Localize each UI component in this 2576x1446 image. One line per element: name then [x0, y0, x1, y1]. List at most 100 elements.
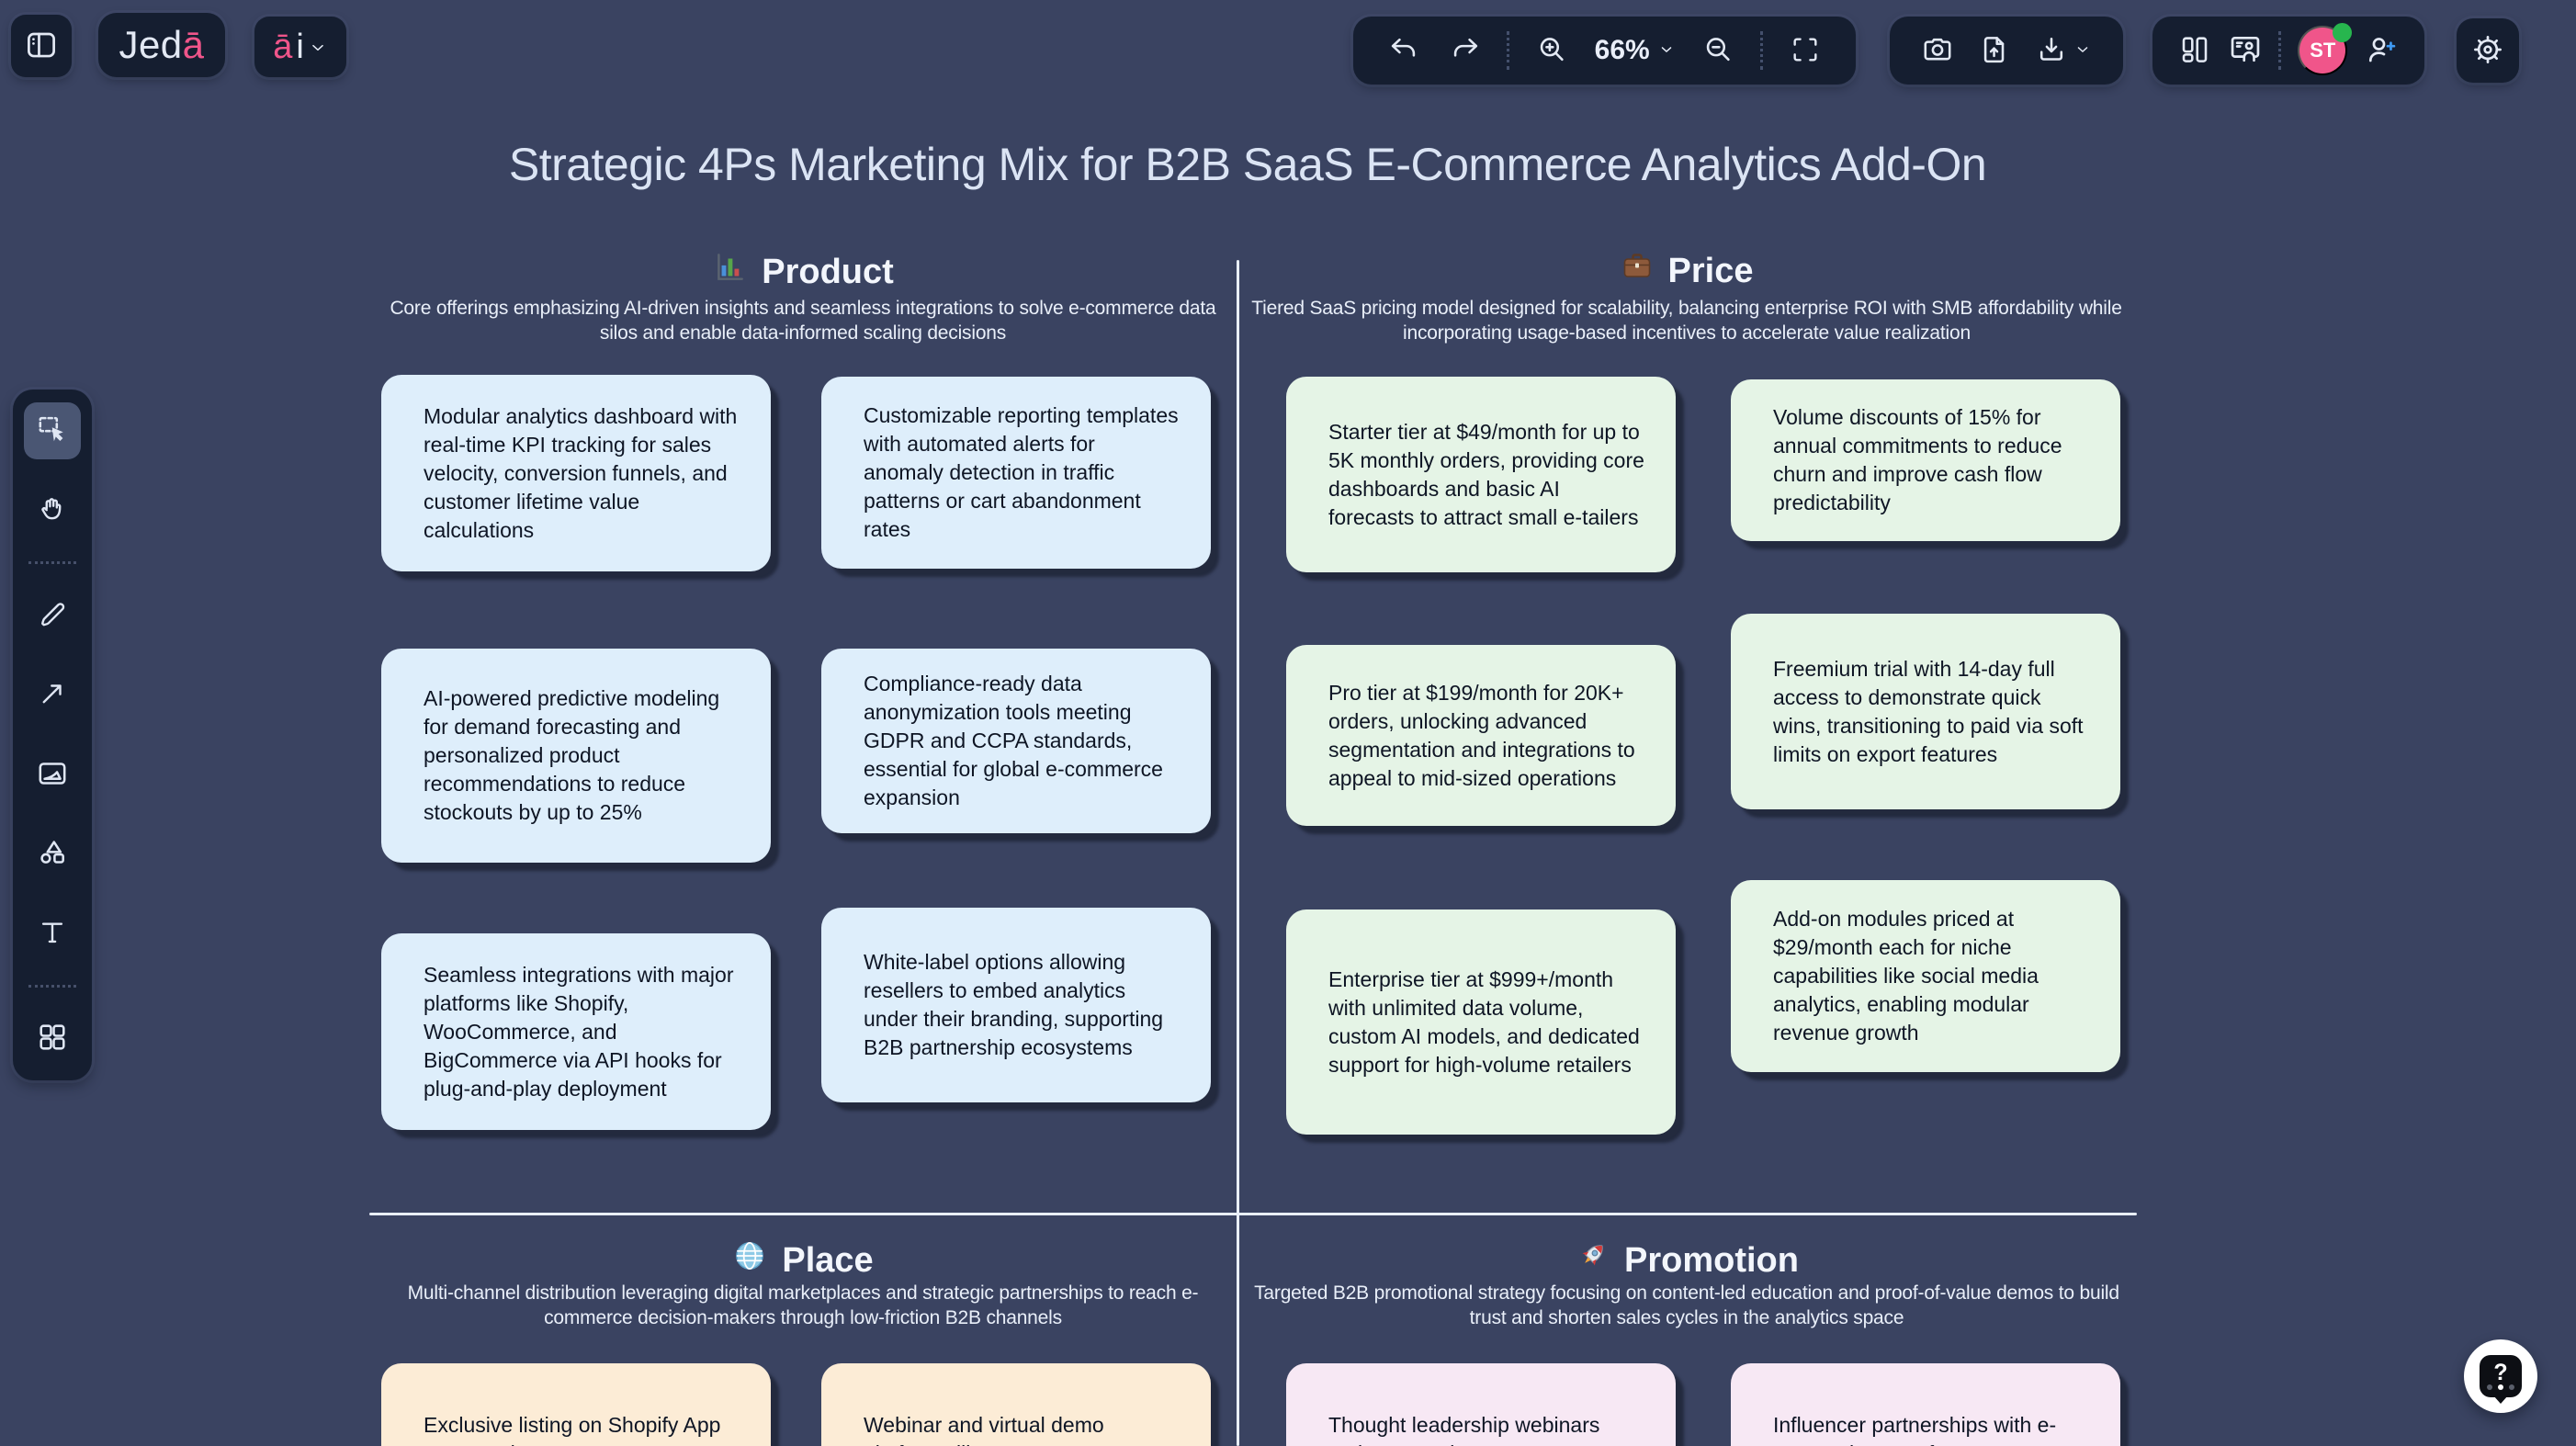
image-tool[interactable] [24, 746, 81, 803]
chevron-down-icon [1657, 35, 1676, 66]
note-text: Influencer partnerships with e-com podca… [1773, 1413, 2057, 1446]
sticky-note-price-4[interactable]: Freemium trial with 14-day full access t… [1731, 614, 2120, 809]
note-text: Compliance-ready data anonymization tool… [864, 672, 1163, 809]
sticky-note-price-1[interactable]: Starter tier at $49/month for up to 5K m… [1286, 377, 1676, 572]
present-button[interactable] [2228, 32, 2263, 70]
sticky-note-place-2[interactable]: Webinar and virtual demo platforms like … [821, 1363, 1211, 1446]
pen-icon [37, 598, 68, 632]
note-text: Starter tier at $49/month for up to 5K m… [1328, 419, 1644, 529]
sticky-note-price-5[interactable]: Enterprise tier at $999+/month with unli… [1286, 909, 1676, 1135]
quadrant-label: Price [1667, 251, 1754, 290]
presenter-screen-icon [2228, 32, 2263, 70]
tool-separator [28, 561, 76, 565]
sticky-note-product-3[interactable]: AI-powered predictive modeling for deman… [381, 649, 771, 863]
quadrant-header-price[interactable]: Price [1237, 250, 2136, 292]
sticky-note-promotion-1[interactable]: Thought leadership webinars series on 'A… [1286, 1363, 1676, 1446]
file-actions-toolbar [1890, 17, 2123, 85]
quadrant-header-product[interactable]: Product [369, 250, 1237, 294]
board-view-button[interactable] [2178, 33, 2211, 69]
online-status-dot [2333, 23, 2353, 42]
panel-left-icon [24, 28, 59, 65]
shapes-tool[interactable] [24, 826, 81, 883]
import-file-button[interactable] [1978, 33, 2011, 69]
zoom-out-button[interactable] [1701, 33, 1734, 69]
text-tool[interactable] [24, 906, 81, 963]
note-text: Pro tier at $199/month for 20K+ orders, … [1328, 680, 1635, 790]
fullscreen-button[interactable] [1790, 34, 1821, 68]
note-text: Thought leadership webinars series on 'A… [1328, 1413, 1600, 1446]
add-collaborator-button[interactable] [2364, 32, 2399, 70]
quadrant-header-promotion[interactable]: Promotion [1237, 1238, 2136, 1282]
bar-chart-emoji-icon [712, 250, 747, 294]
note-text: White-label options allowing resellers t… [864, 950, 1164, 1059]
tools-sidebar [13, 390, 92, 1080]
quadrant-label: Promotion [1624, 1240, 1799, 1280]
apps-grid-icon [36, 1021, 69, 1056]
select-cursor-icon [36, 413, 69, 449]
zoom-level-dropdown[interactable]: 66% [1595, 35, 1676, 66]
globe-emoji-icon [732, 1238, 767, 1282]
redo-button[interactable] [1448, 33, 1481, 69]
board-title[interactable]: Strategic 4Ps Marketing Mix for B2B SaaS… [508, 139, 1987, 190]
person-plus-icon [2364, 32, 2399, 70]
redo-arrow-icon [1448, 33, 1481, 69]
sticky-note-price-3[interactable]: Pro tier at $199/month for 20K+ orders, … [1286, 645, 1676, 826]
note-text: Exclusive listing on Shopify App Store a… [424, 1413, 721, 1446]
download-tray-icon [2035, 33, 2068, 69]
sticky-note-price-6[interactable]: Add-on modules priced at $29/month each … [1731, 880, 2120, 1072]
note-text: Enterprise tier at $999+/month with unli… [1328, 966, 1640, 1077]
sticky-note-price-2[interactable]: Volume discounts of 15% for annual commi… [1731, 379, 2120, 541]
toolbar-separator [2278, 31, 2282, 70]
file-upload-icon [1978, 33, 2011, 69]
help-button[interactable]: ? [2464, 1339, 2537, 1413]
note-text: Freemium trial with 14-day full access t… [1773, 656, 2084, 766]
question-bubble-icon: ? [2480, 1355, 2522, 1404]
kanban-columns-icon [2178, 33, 2211, 69]
quadrant-divider-horizontal [369, 1213, 2137, 1215]
sticky-note-product-1[interactable]: Modular analytics dashboard with real-ti… [381, 375, 771, 571]
undo-button[interactable] [1388, 33, 1421, 69]
sticky-note-product-4[interactable]: Compliance-ready data anonymization tool… [821, 649, 1211, 833]
corner-brackets-icon [1790, 34, 1821, 68]
ai-accent: ā [273, 27, 293, 66]
quadrant-divider-vertical [1237, 260, 1239, 1446]
zoom-in-button[interactable] [1535, 33, 1568, 69]
quadrant-header-place[interactable]: Place [369, 1238, 1237, 1282]
chevron-down-icon [2073, 40, 2092, 62]
export-download-button[interactable] [2035, 33, 2092, 69]
ai-rest: i [296, 27, 304, 66]
canvas-toolbar: 66% [1353, 17, 1856, 85]
sidebar-toggle-button[interactable] [11, 15, 72, 77]
select-tool[interactable] [24, 402, 81, 459]
sticky-note-place-1[interactable]: Exclusive listing on Shopify App Store a… [381, 1363, 771, 1446]
note-text: Add-on modules priced at $29/month each … [1773, 907, 2039, 1045]
hand-tool[interactable] [24, 482, 81, 539]
zoom-level-value: 66% [1594, 35, 1650, 65]
avatar-initials: ST [2310, 39, 2336, 62]
note-text: Customizable reporting templates with au… [864, 403, 1179, 541]
sticky-note-product-5[interactable]: Seamless integrations with major platfor… [381, 933, 771, 1130]
quadrant-subtitle-product: Core offerings emphasizing AI-driven ins… [390, 298, 1216, 344]
arrow-tool[interactable] [24, 667, 81, 724]
note-text: Volume discounts of 15% for annual commi… [1773, 405, 2062, 514]
note-text: Seamless integrations with major platfor… [424, 962, 734, 1101]
magnifier-minus-icon [1701, 33, 1734, 69]
gear-icon [2470, 32, 2505, 70]
quadrant-subtitle-price: Tiered SaaS pricing model designed for s… [1251, 298, 2122, 344]
note-text: Webinar and virtual demo platforms like … [864, 1413, 1104, 1446]
briefcase-emoji-icon [1621, 250, 1654, 292]
sticky-note-product-6[interactable]: White-label options allowing resellers t… [821, 908, 1211, 1102]
pen-tool[interactable] [24, 587, 81, 644]
sticky-note-product-2[interactable]: Customizable reporting templates with au… [821, 377, 1211, 569]
apps-grid-tool[interactable] [24, 1011, 81, 1068]
settings-button[interactable] [2457, 18, 2519, 83]
user-avatar[interactable]: ST [2298, 23, 2353, 75]
quadrant-subtitle-place: Multi-channel distribution leveraging di… [407, 1282, 1199, 1328]
toolbar-separator [1760, 31, 1764, 70]
magnifier-plus-icon [1535, 33, 1568, 69]
quadrant-label: Place [782, 1240, 874, 1280]
screenshot-button[interactable] [1921, 33, 1954, 69]
sticky-note-promotion-2[interactable]: Influencer partnerships with e-com podca… [1731, 1363, 2120, 1446]
